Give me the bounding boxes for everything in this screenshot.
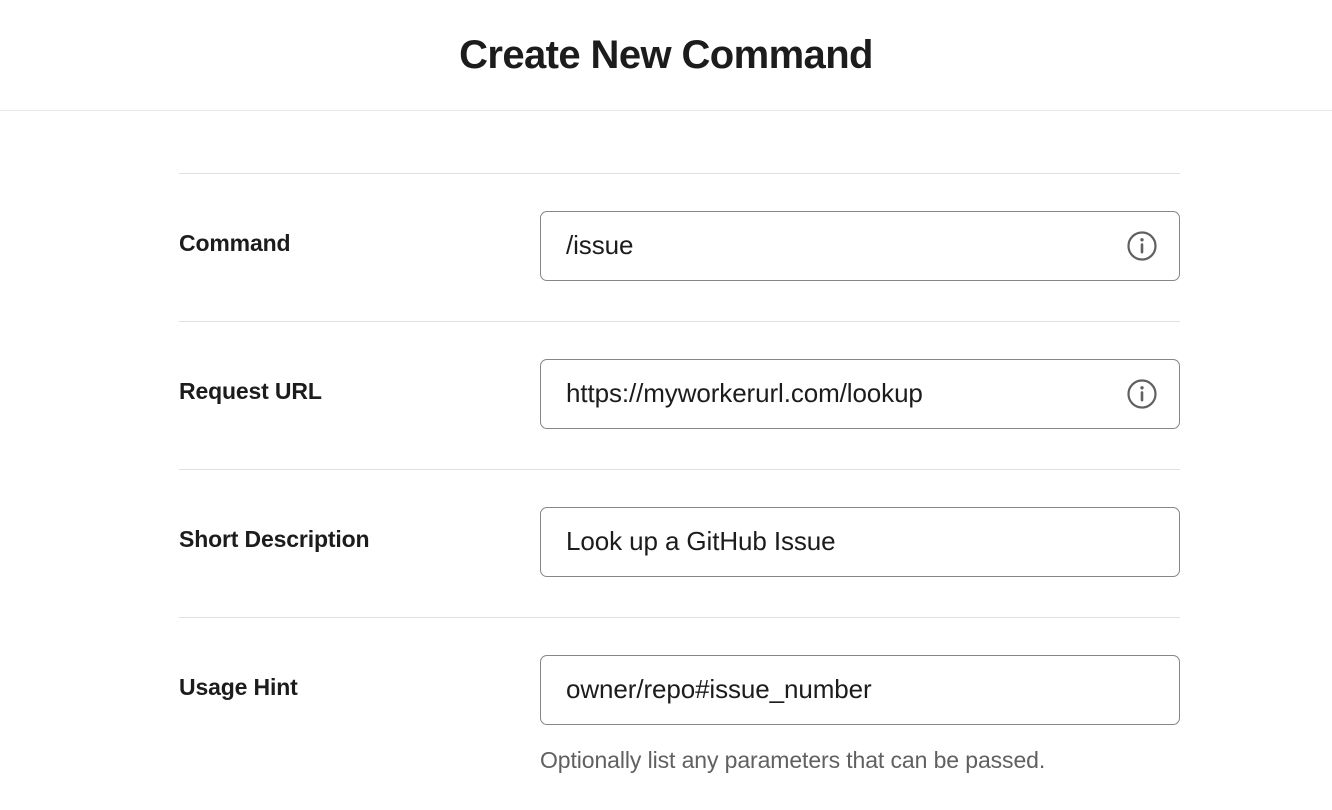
form-row-short-description: Short Description Look up a GitHub Issue xyxy=(179,470,1180,617)
request-url-input-value[interactable]: https://myworkerurl.com/lookup xyxy=(566,378,923,409)
short-description-input-value[interactable]: Look up a GitHub Issue xyxy=(566,526,836,557)
divider-1 xyxy=(179,321,1180,322)
label-command: Command xyxy=(179,230,291,256)
short-description-input[interactable]: Look up a GitHub Issue xyxy=(540,507,1180,577)
form-row-request-url: Request URL https://myworkerurl.com/look… xyxy=(179,322,1180,469)
form-field-cell: https://myworkerurl.com/lookup xyxy=(540,322,1180,429)
divider-2 xyxy=(179,469,1180,470)
form-field-cell: owner/repo#issue_number Optionally list … xyxy=(540,618,1180,775)
form-label-cell: Request URL xyxy=(179,322,540,404)
label-usage-hint: Usage Hint xyxy=(179,674,298,700)
modal-body: Command /issue Reques xyxy=(0,112,1332,810)
usage-hint-input[interactable]: owner/repo#issue_number xyxy=(540,655,1180,725)
request-url-input[interactable]: https://myworkerurl.com/lookup xyxy=(540,359,1180,429)
create-command-form: Command /issue Reques xyxy=(179,173,1180,775)
divider-3 xyxy=(179,617,1180,618)
form-row-usage-hint: Usage Hint owner/repo#issue_number Optio… xyxy=(179,618,1180,775)
info-circle-icon[interactable] xyxy=(1126,230,1158,262)
modal-header: Create New Command xyxy=(0,0,1332,111)
command-input[interactable]: /issue xyxy=(540,211,1180,281)
form-field-cell: /issue xyxy=(540,174,1180,281)
label-request-url: Request URL xyxy=(179,378,322,404)
form-row-command: Command /issue xyxy=(179,174,1180,321)
form-field-cell: Look up a GitHub Issue xyxy=(540,470,1180,577)
command-input-value[interactable]: /issue xyxy=(566,230,634,261)
page-title: Create New Command xyxy=(459,33,873,77)
label-short-description: Short Description xyxy=(179,526,370,552)
info-circle-icon[interactable] xyxy=(1126,378,1158,410)
form-label-cell: Command xyxy=(179,174,540,256)
form-label-cell: Short Description xyxy=(179,470,540,552)
form-label-cell: Usage Hint xyxy=(179,618,540,700)
divider-top xyxy=(179,173,1180,174)
usage-hint-help-text: Optionally list any parameters that can … xyxy=(540,747,1046,773)
usage-hint-input-value[interactable]: owner/repo#issue_number xyxy=(566,674,872,705)
